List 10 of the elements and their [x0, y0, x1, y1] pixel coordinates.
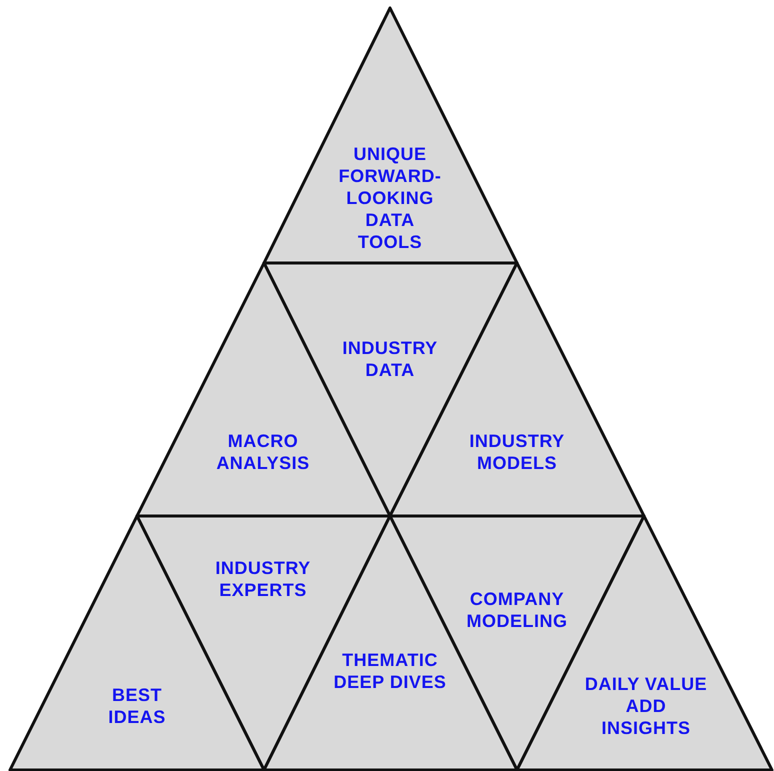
tile-label: UNIQUE FORWARD-LOOKING DATA TOOLS: [338, 143, 442, 253]
triangle-tile: [264, 8, 517, 263]
tile-label: INDUSTRY DATA: [341, 337, 439, 381]
tile-label: THEMATIC DEEP DIVES: [332, 649, 448, 693]
tile-label: COMPANY MODELING: [466, 588, 568, 632]
tile-label: INDUSTRY EXPERTS: [214, 557, 312, 601]
tile-label: DAILY VALUE ADD INSIGHTS: [584, 673, 708, 739]
tile-label: MACRO ANALYSIS: [215, 430, 311, 474]
tile-label: BEST IDEAS: [107, 684, 167, 728]
tile-label: INDUSTRY MODELS: [468, 430, 566, 474]
